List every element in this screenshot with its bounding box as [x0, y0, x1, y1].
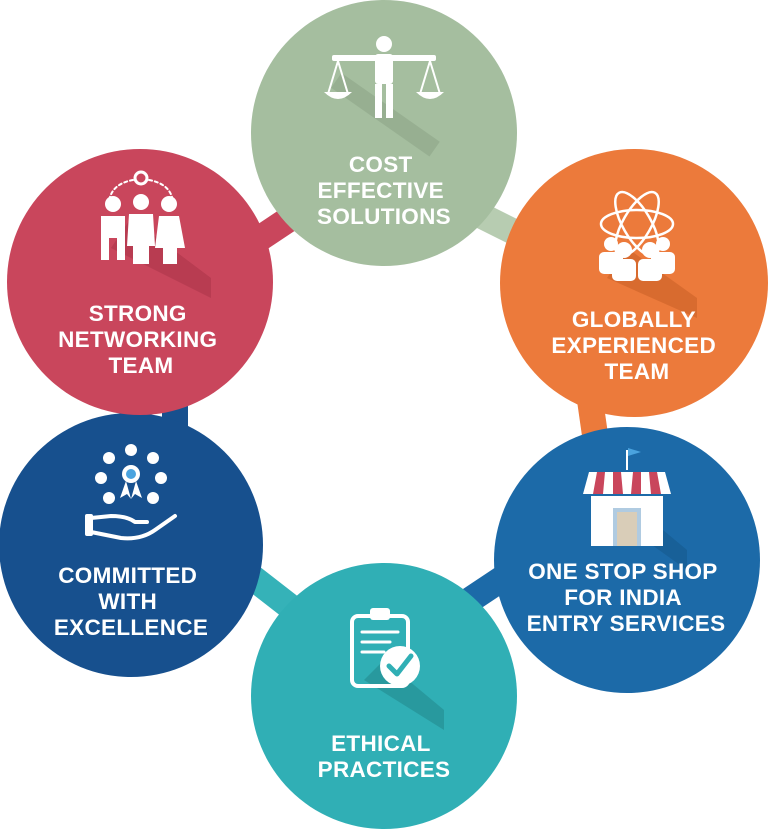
- node-ethical-circle: [251, 563, 517, 829]
- node-onestop-label: ONE STOP SHOP FOR INDIA ENTRY SERVICES: [527, 559, 726, 636]
- node-network-circle: [7, 149, 273, 415]
- node-onestop-circle: [494, 427, 760, 693]
- node-cost: COST EFFECTIVE SOLUTIONS: [251, 0, 517, 266]
- node-global-label: GLOBALLY EXPERIENCED TEAM: [551, 307, 722, 384]
- clipboard-check-icon: [350, 608, 444, 730]
- scales-icon: [324, 36, 444, 157]
- network-people-icon: [101, 170, 211, 298]
- node-committed: COMMITTED WITH EXCELLENCE: [0, 413, 263, 677]
- node-committed-circle: [0, 413, 263, 677]
- node-network: STRONG NETWORKING TEAM: [7, 149, 273, 415]
- shop-icon: [583, 448, 687, 570]
- hand-award-icon: [85, 444, 177, 541]
- node-onestop: ONE STOP SHOP FOR INDIA ENTRY SERVICES: [494, 427, 760, 693]
- team-atom-icon: [599, 190, 697, 318]
- node-cost-label: COST EFFECTIVE SOLUTIONS: [317, 152, 451, 229]
- node-cost-circle: [251, 0, 517, 266]
- node-committed-label: COMMITTED WITH EXCELLENCE: [54, 563, 208, 640]
- node-network-label: STRONG NETWORKING TEAM: [58, 301, 224, 378]
- node-ethical: ETHICAL PRACTICES: [251, 563, 517, 829]
- node-global: GLOBALLY EXPERIENCED TEAM: [500, 149, 768, 417]
- node-ethical-label: ETHICAL PRACTICES: [318, 731, 451, 782]
